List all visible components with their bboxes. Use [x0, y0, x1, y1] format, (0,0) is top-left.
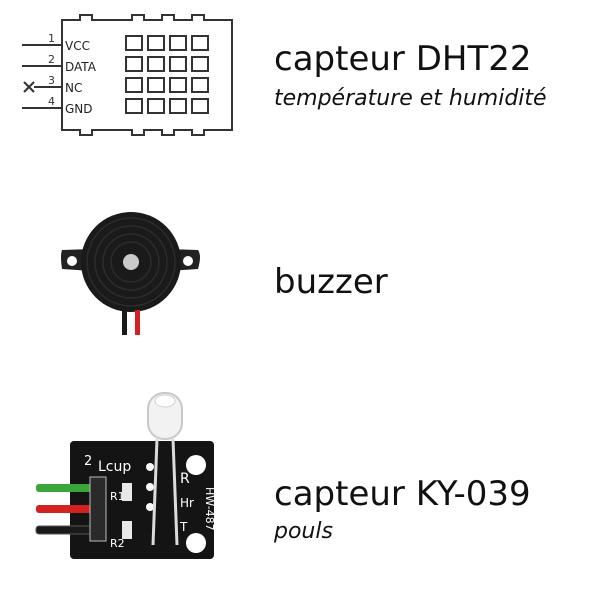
board-label-corner: 2	[84, 454, 92, 469]
board-label-r1: R1	[110, 490, 125, 503]
pin-number: 1	[48, 32, 55, 45]
dht22-sensor-icon: 1 2 3 4 VCC DATA NC GND	[22, 14, 233, 136]
ky039-sensor-icon: 2 Lcup R1 R2 R Hr T HW-487	[35, 392, 216, 559]
component-subtitle: température et humidité	[274, 86, 547, 111]
pin-name: GND	[65, 102, 93, 116]
component-title: buzzer	[274, 262, 388, 302]
pin-name: DATA	[65, 60, 97, 74]
board-label-vertical: HW-487	[203, 487, 216, 531]
board-label-right-bot: T	[179, 520, 188, 534]
pin-name: NC	[65, 81, 82, 95]
component-dht22: 1 2 3 4 VCC DATA NC GND capteur DHT22 te…	[0, 0, 608, 150]
pin-number: 3	[48, 74, 55, 87]
component-title: capteur KY-039	[274, 474, 531, 514]
board-label-right-mid: Hr	[180, 496, 194, 510]
component-subtitle: pouls	[274, 519, 333, 544]
board-label-r2: R2	[110, 537, 125, 550]
pin-number: 2	[48, 53, 55, 66]
pin-number: 4	[48, 95, 55, 108]
component-buzzer: buzzer	[0, 195, 608, 345]
component-ky039: 2 Lcup R1 R2 R Hr T HW-487 capteur KY-03…	[0, 375, 608, 585]
board-label-lcup: Lcup	[98, 459, 131, 475]
board-label-right-top: R	[180, 471, 190, 487]
component-title: capteur DHT22	[274, 39, 532, 79]
buzzer-icon	[61, 212, 200, 335]
pin-name: VCC	[65, 39, 90, 53]
